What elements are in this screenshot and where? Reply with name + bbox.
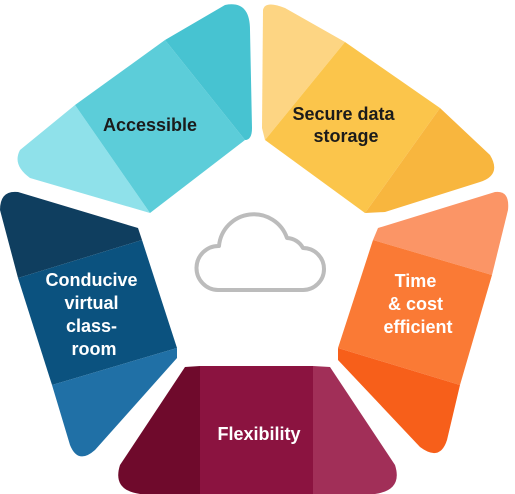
segment-secure-band-middle [265, 42, 440, 213]
segment-secure-line-2: storage [313, 126, 378, 146]
segment-accessible-band-outer [17, 105, 150, 213]
segment-time-band-middle [338, 240, 492, 385]
segment-flexibility: Flexibility [118, 366, 397, 494]
segment-flexibility-label: Flexibility [217, 424, 300, 444]
segment-secure-label: Secure data storage [292, 104, 399, 146]
segment-secure-band-inner [365, 108, 495, 213]
segment-accessible-band-middle [75, 40, 245, 213]
segment-flexibility-band-left [118, 366, 200, 494]
segment-conducive-band-bottom [52, 348, 177, 457]
cloud-icon [194, 212, 326, 292]
segment-accessible-line: Accessible [103, 115, 197, 135]
segment-flexibility-line: Flexibility [217, 424, 300, 444]
segment-accessible-band-inner [165, 4, 252, 140]
segment-accessible: Accessible [17, 4, 252, 213]
segment-time: Time & cost efficient [338, 191, 509, 454]
segment-secure-band-outer [262, 4, 345, 141]
segment-time-label: Time & cost efficient [383, 271, 452, 337]
cloud-outline [194, 212, 326, 292]
segment-accessible-label: Accessible [103, 115, 197, 135]
segment-time-line-1: Time [395, 271, 437, 291]
segment-time-band-inner [338, 348, 460, 454]
segment-conducive-band-middle [18, 240, 177, 385]
segment-conducive-band-top [0, 191, 142, 278]
segment-conducive: Conducive virtual class- room [0, 191, 177, 457]
segment-conducive-line-2: virtual [64, 293, 118, 313]
segment-time-line-2: & cost [388, 294, 443, 314]
segment-conducive-line-1: Conducive [45, 270, 137, 290]
segment-secure-line-1: Secure data [292, 104, 395, 124]
segment-flexibility-band-right [313, 366, 397, 494]
segment-conducive-line-3: class- [66, 316, 117, 336]
segment-conducive-line-4: room [72, 339, 117, 359]
segment-time-line-3: efficient [383, 317, 452, 337]
segment-flexibility-band-center [200, 366, 313, 494]
segment-conducive-label: Conducive virtual class- room [45, 270, 142, 359]
segment-secure: Secure data storage [262, 4, 495, 213]
segment-time-band-outer [373, 191, 509, 275]
